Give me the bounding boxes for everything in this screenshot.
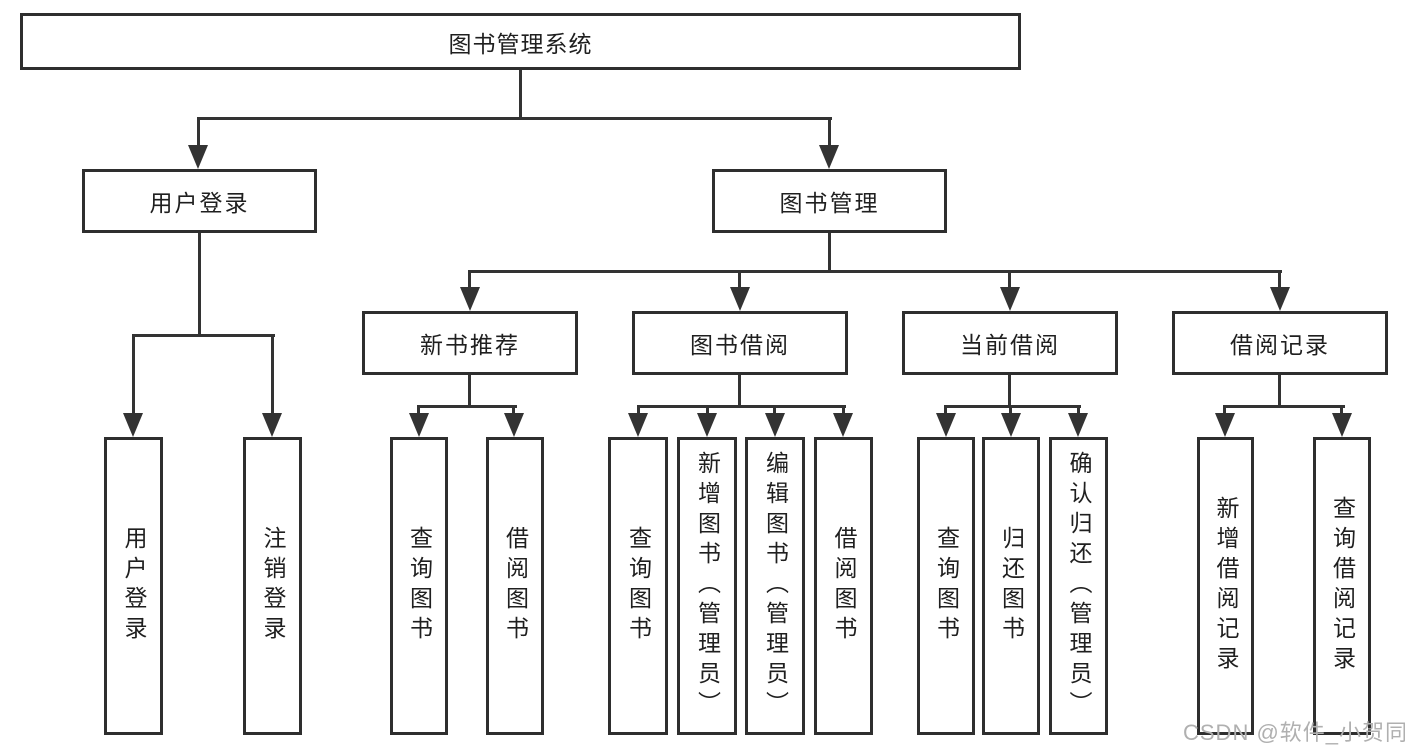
arrow-down-icon [833, 413, 853, 437]
leaf-label: 查询借阅记录 [1329, 496, 1356, 676]
leaf-label: 查询图书 [933, 526, 960, 646]
connector-drop [944, 405, 947, 417]
leaf-add-book-admin: 新增图书（管理员） [677, 437, 737, 735]
connector-drop [1340, 405, 1343, 417]
node-book-management: 图书管理 [712, 169, 947, 233]
connector-user-login-stem [198, 233, 201, 337]
csdn-watermark: CSDN @软件_小贺同学 [1183, 720, 1405, 745]
node-borrow-records: 借阅记录 [1172, 311, 1388, 375]
node-new-book-recommend-label: 新书推荐 [420, 332, 520, 358]
connector-book-management-stem [828, 233, 831, 273]
connector-user-login-rail [132, 334, 275, 337]
leaf-label: 新增图书（管理员） [694, 451, 721, 721]
arrow-down-icon [1215, 413, 1235, 437]
arrow-down-icon [1270, 287, 1290, 311]
leaf-edit-book-admin: 编辑图书（管理员） [745, 437, 805, 735]
leaf-query-borrow-record: 查询借阅记录 [1313, 437, 1371, 735]
arrow-down-icon [409, 413, 429, 437]
arrow-down-icon [1068, 413, 1088, 437]
connector-stem [1278, 375, 1281, 408]
connector-drop [1009, 405, 1012, 417]
arrow-down-icon [1000, 287, 1020, 311]
leaf-borrow-book-recommend: 借阅图书 [486, 437, 544, 735]
connector-level2-rail [197, 117, 832, 120]
node-current-borrow-label: 当前借阅 [960, 332, 1060, 358]
leaf-label: 借阅图书 [502, 526, 529, 646]
connector-drop [637, 405, 640, 417]
connector-root-stem [519, 69, 522, 117]
arrow-down-icon [628, 413, 648, 437]
leaf-label: 归还图书 [998, 526, 1025, 646]
arrow-down-icon [188, 145, 208, 169]
arrow-down-icon [765, 413, 785, 437]
connector-drop [706, 405, 709, 417]
node-new-book-recommend: 新书推荐 [362, 311, 578, 375]
leaf-query-book-recommend: 查询图书 [390, 437, 448, 735]
connector-drop [271, 334, 274, 417]
leaf-label: 查询图书 [406, 526, 433, 646]
connector-rail [417, 405, 517, 408]
leaf-label: 确认归还（管理员） [1066, 451, 1092, 721]
connector-drop-book-management [828, 117, 831, 147]
connector-level3-rail [469, 270, 1282, 273]
connector-drop [1223, 405, 1226, 417]
node-user-login-label: 用户登录 [149, 190, 250, 216]
leaf-label: 查询图书 [625, 526, 652, 646]
connector-drop [1278, 270, 1281, 291]
arrow-down-icon [460, 287, 480, 311]
leaf-query-book-borrow: 查询图书 [608, 437, 668, 735]
arrow-down-icon [123, 413, 143, 437]
connector-drop [132, 334, 135, 417]
arrow-down-icon [1001, 413, 1021, 437]
connector-drop [842, 405, 845, 417]
leaf-borrow-book: 借阅图书 [814, 437, 873, 735]
connector-rail [637, 405, 846, 408]
connector-drop [512, 405, 515, 417]
node-book-management-label: 图书管理 [779, 190, 880, 216]
arrow-down-icon [819, 145, 839, 169]
node-book-borrow: 图书借阅 [632, 311, 848, 375]
connector-drop [468, 270, 471, 291]
leaf-label: 借阅图书 [831, 526, 857, 646]
connector-rail [944, 405, 1081, 408]
arrow-down-icon [697, 413, 717, 437]
leaf-label: 编辑图书（管理员） [762, 451, 789, 721]
arrow-down-icon [1332, 413, 1352, 437]
connector-stem [468, 375, 471, 408]
leaf-label: 注销登录 [260, 526, 286, 646]
connector-drop-user-login [197, 117, 200, 147]
connector-stem [738, 375, 741, 408]
leaf-logout: 注销登录 [243, 437, 302, 735]
leaf-query-book-current: 查询图书 [917, 437, 975, 735]
leaf-return-book: 归还图书 [982, 437, 1040, 735]
arrow-down-icon [730, 287, 750, 311]
connector-drop [1077, 405, 1080, 417]
connector-stem [1008, 375, 1011, 408]
arrow-down-icon [936, 413, 956, 437]
node-current-borrow: 当前借阅 [902, 311, 1118, 375]
connector-drop [417, 405, 420, 417]
leaf-label: 新增借阅记录 [1213, 496, 1239, 676]
connector-drop [773, 405, 776, 417]
connector-drop [1008, 270, 1011, 291]
connector-drop [738, 270, 741, 291]
arrow-down-icon [504, 413, 524, 437]
node-user-login: 用户登录 [82, 169, 317, 233]
connector-rail [1223, 405, 1345, 408]
node-root-label: 图书管理系统 [448, 30, 593, 57]
leaf-user-login: 用户登录 [104, 437, 163, 735]
node-borrow-records-label: 借阅记录 [1230, 332, 1330, 358]
node-root: 图书管理系统 [20, 13, 1021, 70]
node-book-borrow-label: 图书借阅 [690, 332, 790, 358]
leaf-label: 用户登录 [121, 526, 147, 646]
leaf-confirm-return-admin: 确认归还（管理员） [1049, 437, 1108, 735]
leaf-add-borrow-record: 新增借阅记录 [1197, 437, 1254, 735]
arrow-down-icon [262, 413, 282, 437]
